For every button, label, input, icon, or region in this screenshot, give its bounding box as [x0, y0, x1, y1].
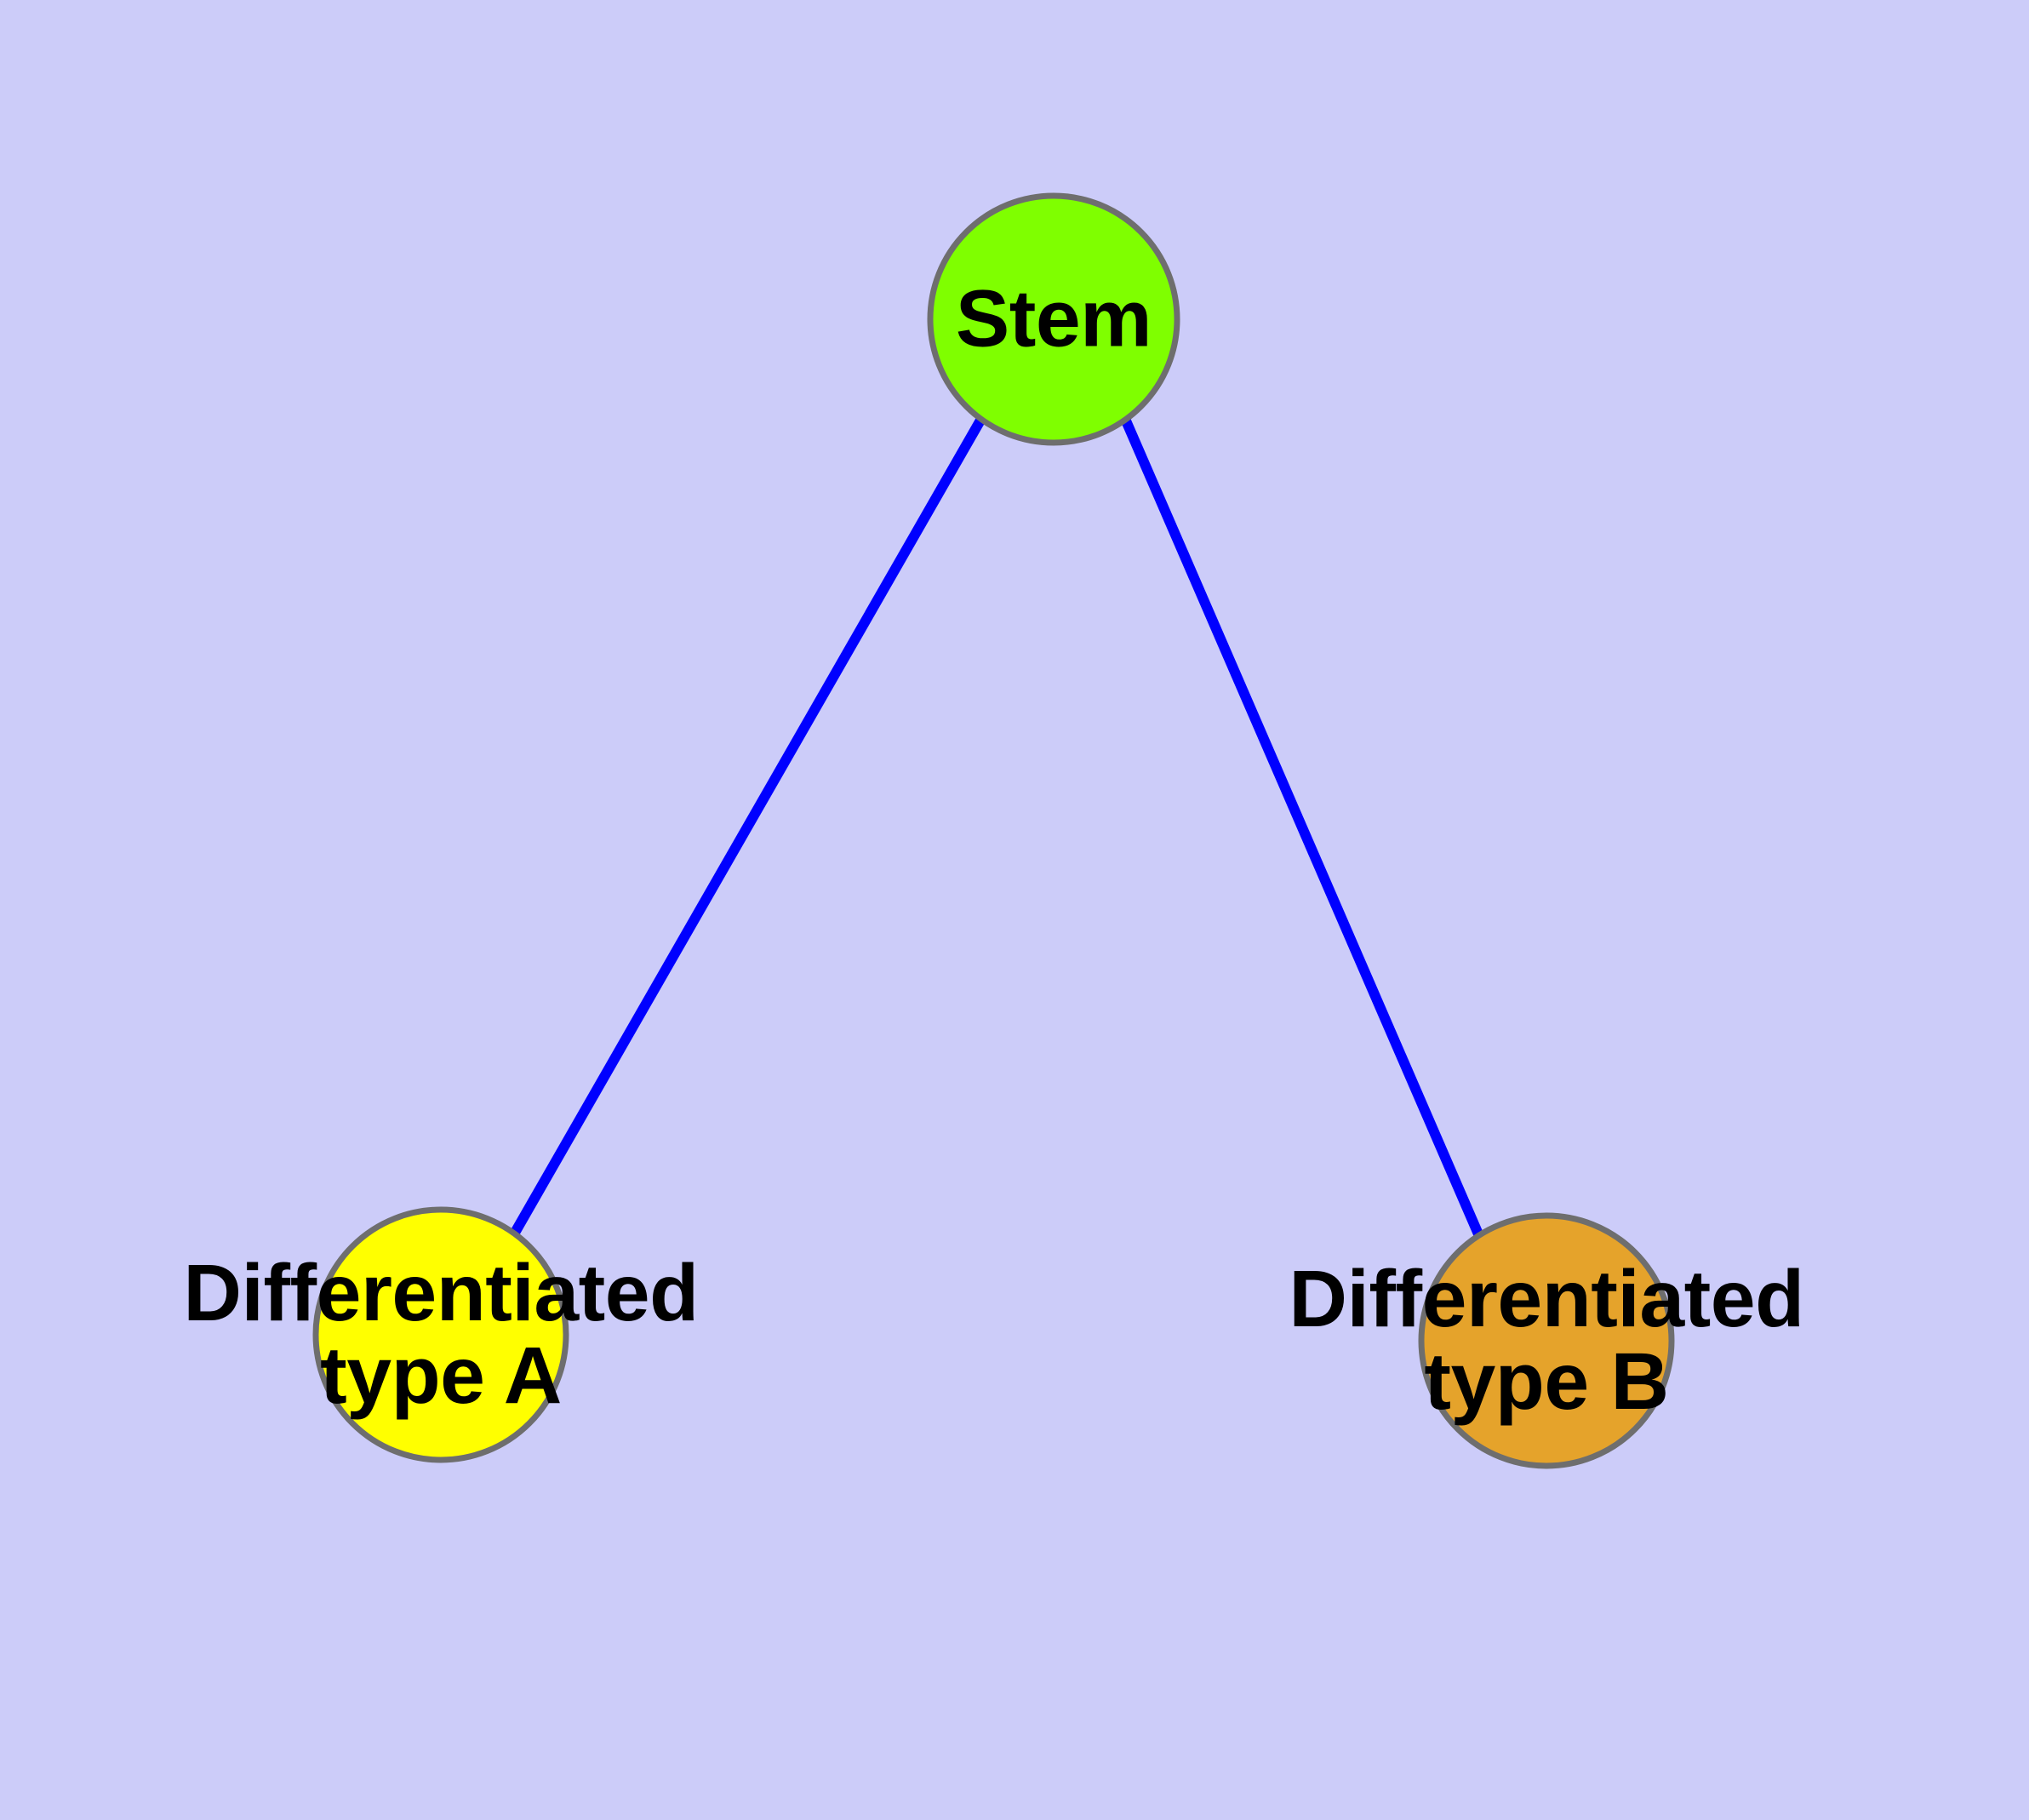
node-differentiated-type-b-circle[interactable] [1418, 1212, 1675, 1469]
node-differentiated-type-a-circle[interactable] [312, 1206, 569, 1463]
node-layer [312, 192, 1675, 1469]
edge-layer [510, 416, 1484, 1239]
edge-stem-to-differentiated-type-b[interactable] [1120, 416, 1484, 1239]
edge-stem-to-differentiated-type-a[interactable] [510, 416, 986, 1235]
node-stem-circle[interactable] [927, 192, 1180, 446]
